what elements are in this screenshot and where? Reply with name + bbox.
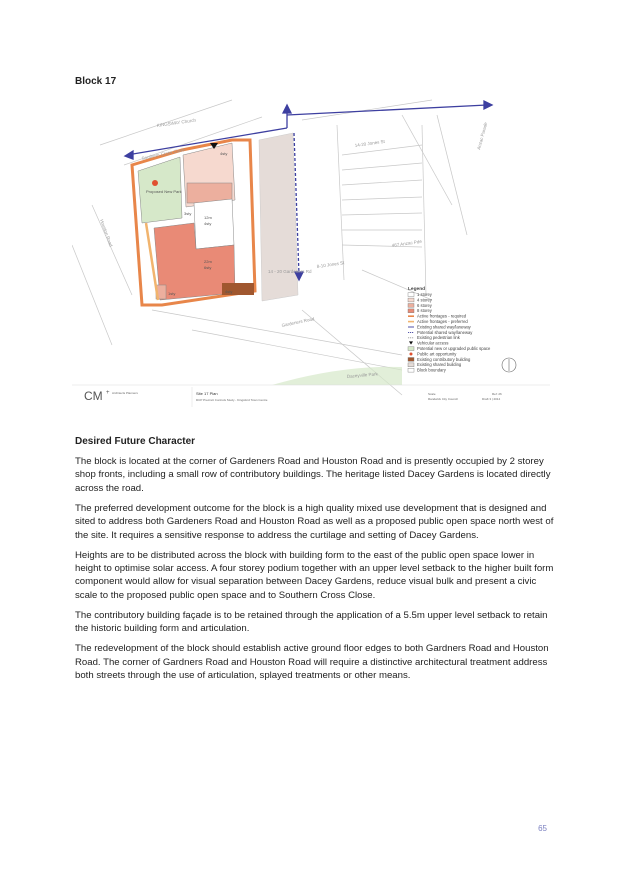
- street-jones1: 14-20 Jones St: [354, 139, 385, 148]
- footer-ref-label: Ref: 26: [492, 392, 502, 396]
- dacey-park-area: [272, 366, 402, 385]
- legend-swatch: [407, 368, 415, 373]
- label-n4: 1sty: [168, 291, 175, 296]
- page-number: 65: [538, 824, 547, 833]
- legend-label: Existing shared building: [417, 362, 462, 367]
- legend-swatch: [407, 297, 415, 303]
- contributory-building: [222, 283, 254, 295]
- building-8storey: [153, 222, 236, 301]
- section-heading: Desired Future Character: [75, 436, 196, 447]
- street-church: KINGSWAY Church: [156, 117, 196, 128]
- legend-label: Vehicular access: [417, 341, 448, 346]
- legend-label: Active frontages - required: [417, 314, 467, 319]
- paragraph: Heights are to be distributed across the…: [75, 549, 554, 601]
- block-boundary: [130, 138, 257, 307]
- legend-label: Public art opportunity: [417, 351, 457, 356]
- street-gardeners-num: 14 - 20 Gardeners Rd: [268, 269, 312, 274]
- label-n1: 4sty: [220, 151, 227, 156]
- shared-building-gardeners: [258, 132, 299, 302]
- public-art-icon: [152, 180, 158, 186]
- public-open-space: [137, 156, 183, 224]
- body-text: The block is located at the corner of Ga…: [75, 455, 555, 689]
- building-1storey-12m: [193, 198, 235, 250]
- legend-swatch: [407, 308, 415, 313]
- label-h22: 22m: [204, 259, 212, 264]
- legend-swatch: [407, 362, 415, 367]
- legend-label: Potential new or upgraded public space: [417, 346, 491, 351]
- legend-swatch: [409, 352, 413, 356]
- street-gardeners: Gardeners Road: [281, 316, 315, 328]
- label-h22b: 6sty: [204, 265, 211, 270]
- legend-swatch: [407, 346, 415, 351]
- legend-swatch: [407, 357, 415, 362]
- footer-plan-sub: DCP Precinct Controls Study - Kingsford …: [196, 398, 268, 402]
- footer-plan-title: Site 17 Plan: [196, 391, 218, 396]
- footer-scale-label: Scale: [428, 392, 436, 396]
- legend-label: 8 storey: [417, 308, 433, 313]
- footer-firm: Architects Planners: [112, 391, 138, 395]
- footer-logo-sup: +: [106, 390, 110, 396]
- block-title: Block 17: [75, 76, 117, 87]
- legend-label: Active frontages - preferred: [417, 319, 468, 324]
- label-n3: 4sty: [225, 289, 232, 294]
- label-public-park: Proposed New Park: [146, 189, 182, 194]
- street-jones2: 467 Anzac Pde: [391, 239, 422, 248]
- footer-logo: CM: [84, 389, 103, 403]
- street-jones-st: 8-10 Jones St: [316, 260, 345, 269]
- legend-label: 1 storey: [417, 292, 433, 297]
- shared-way-arrows: [123, 99, 494, 282]
- street-lines: [72, 99, 468, 396]
- legend-label: Existing shared way/laneway: [417, 324, 472, 329]
- street-houston: Houston Road: [99, 219, 114, 248]
- legend-title: Legend: [408, 286, 425, 292]
- paragraph: The contributory building façade is to b…: [75, 609, 548, 635]
- legend-label: 6 storey: [417, 303, 433, 308]
- street-anzac: Anzac Parade: [476, 121, 488, 150]
- label-n2: 3sty: [184, 211, 191, 216]
- footer-scale-val: Randwick City Council: [428, 397, 458, 401]
- label-h12: 12m: [204, 215, 212, 220]
- legend-label: 4 storey: [417, 297, 433, 302]
- label-h12b: 4sty: [204, 221, 211, 226]
- paragraph: The block is located at the corner of Ga…: [75, 456, 551, 494]
- vehicular-access-icon: [210, 143, 218, 149]
- legend-swatch: [407, 303, 415, 308]
- legend-swatch: [407, 292, 415, 297]
- paragraph: The preferred development outcome for th…: [75, 502, 554, 541]
- north-arrow-icon: [501, 357, 517, 373]
- paragraph: The redevelopment of the block should es…: [75, 643, 549, 682]
- legend-label: Potential shared way/laneway: [417, 330, 473, 335]
- footer-ref-val: Draft 3 | 2014: [482, 397, 500, 401]
- site-plan-map: KINGSWAY Church Southern Cross Close Hou…: [72, 99, 550, 407]
- legend-label: Existing pedestrian link: [417, 335, 461, 340]
- active-frontage-preferred: [144, 222, 160, 301]
- legend-swatch: [409, 341, 413, 345]
- legend-label: Block boundary: [417, 368, 447, 373]
- legend-label: Existing contributory building: [417, 357, 471, 362]
- street-dacey: Daceyville Park: [347, 371, 379, 379]
